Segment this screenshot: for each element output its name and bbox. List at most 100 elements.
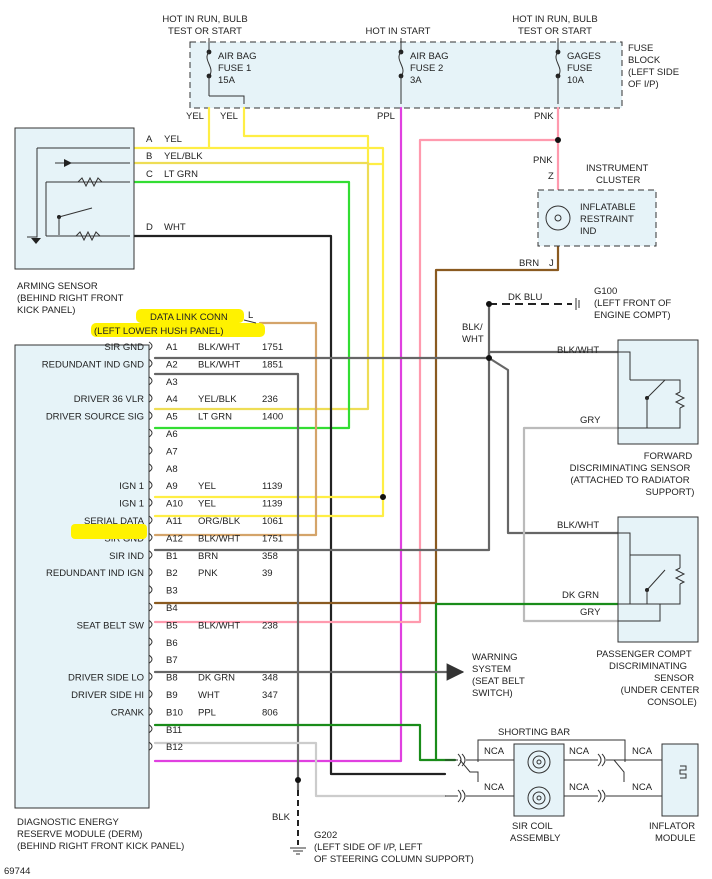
derm-label-ign-1: IGN 1: [119, 481, 144, 492]
wire-wht-b9: [153, 741, 447, 798]
dkblu-label: DK BLU: [508, 292, 542, 303]
wire-label-ppl: PPL: [377, 111, 395, 122]
derm-pin-b6: B6: [166, 638, 178, 649]
arming-pin-b: B: [146, 151, 152, 162]
derm-label-seat-belt-sw: SEAT BELT SW: [77, 620, 144, 631]
pass-blkwht: BLK/WHT: [557, 520, 599, 531]
derm-pin-connector: [148, 515, 153, 525]
derm-pin-b11: B11: [166, 725, 182, 736]
wire-yel-a10: [242, 106, 385, 166]
fwd-label-2: DISCRIMINATING SENSOR: [570, 463, 691, 474]
derm-circuit-b1: 358: [262, 551, 278, 562]
derm-label-3: (BEHIND RIGHT FRONT KICK PANEL): [17, 841, 184, 852]
derm-pin-connector: [148, 376, 153, 386]
warning-label-3: (SEAT BELT: [472, 676, 525, 687]
wire-wht-d: [132, 234, 447, 776]
derm-label-driver-side-lo: DRIVER SIDE LO: [68, 673, 144, 684]
derm-pin-a2: A2: [166, 359, 178, 370]
hot-run-left-line1: HOT IN RUN, BULB: [162, 14, 247, 25]
derm-pin-a9: A9: [166, 481, 178, 492]
fwd-label-4: SUPPORT): [646, 487, 695, 498]
derm-circuit-a2: 1851: [262, 359, 283, 370]
wire-gry: [522, 426, 620, 623]
derm-pin-a4: A4: [166, 394, 178, 405]
derm-pin-connector: [148, 341, 153, 351]
derm-pin-connector: [148, 550, 153, 560]
hot-run-left-line2: TEST OR START: [168, 26, 242, 37]
fuse2-line2: FUSE 2: [410, 63, 443, 74]
derm-wire-a5: LT GRN: [198, 412, 232, 423]
derm-circuit-b5: 238: [262, 620, 278, 631]
arming-wire-b: YEL/BLK: [164, 151, 203, 162]
hot-start-label: HOT IN START: [366, 26, 431, 37]
derm-pin-b9: B9: [166, 690, 178, 701]
derm-pin-a12: A12: [166, 533, 183, 544]
blkwht-label-2: WHT: [462, 334, 484, 345]
passenger-sensor: BLK/WHT DK GRN GRY PASSENGER COMPT DISCR…: [557, 516, 699, 708]
instrument-cluster: PNK INSTRUMENT CLUSTER Z INFLATABLE REST…: [519, 155, 657, 269]
fuse2-line3: 3A: [410, 75, 422, 86]
forward-sensor: BLK/WHT GRY FORWARD DISCRIMINATING SENSO…: [557, 339, 699, 498]
derm-pin-connector: [148, 619, 153, 629]
arming-label-3: KICK PANEL): [17, 305, 75, 316]
arming-sensor: A YEL B YEL/BLK C LT GRN D WHT ARMING SE…: [14, 127, 203, 316]
pass-label-5: CONSOLE): [647, 697, 697, 708]
derm-pin-b2: B2: [166, 568, 178, 579]
arming-pin-d: D: [146, 222, 153, 233]
fuse-block-label-2: BLOCK: [628, 55, 661, 66]
derm-pin-connector: [148, 567, 153, 577]
cluster-pin-j: J: [549, 258, 554, 269]
derm-pin-b1: B1: [166, 551, 178, 562]
cluster-brn-label: BRN: [519, 258, 539, 269]
arming-wire-a: YEL: [164, 134, 182, 145]
inflator-module: INFLATOR MODULE: [649, 743, 699, 844]
pass-dkgrn: DK GRN: [562, 590, 599, 601]
derm-circuit-a1: 1751: [262, 342, 283, 353]
warning-label-1: WARNING: [472, 652, 518, 663]
fuse1-line3: 15A: [218, 75, 236, 86]
pass-label-3: SENSOR: [654, 673, 694, 684]
derm-label-redundant-ind-gnd: REDUNDANT IND GND: [42, 359, 144, 370]
fuse-block: AIR BAG FUSE 1 15A AIR BAG FUSE 2 3A GAG…: [186, 38, 679, 122]
derm-label-sir-gnd: SIR GND: [104, 342, 144, 353]
blkwht-label-1: BLK/: [462, 322, 483, 333]
nca-1: NCA: [484, 746, 505, 757]
derm-circuit-a12: 1751: [262, 533, 283, 544]
derm-pin-a5: A5: [166, 412, 178, 423]
fwd-label-1: FORWARD: [644, 451, 693, 462]
pass-gry: GRY: [580, 607, 601, 618]
wire-blkwht-pass: [487, 356, 620, 535]
derm-pin-connector: [148, 393, 153, 403]
nca-6: NCA: [632, 782, 653, 793]
nca-4: NCA: [569, 782, 590, 793]
derm-pin-connector: [148, 602, 153, 612]
arming-wire-c: LT GRN: [164, 169, 198, 180]
fuse-block-label-4: OF I/P): [628, 79, 659, 90]
fwd-label-3: (ATTACHED TO RADIATOR: [570, 475, 689, 486]
derm-label-serial-data: SERIAL DATA: [84, 516, 145, 527]
derm-pin-connector: [148, 480, 153, 490]
inflator-label-1: INFLATOR: [649, 821, 695, 832]
fwd-blkwht: BLK/WHT: [557, 345, 599, 356]
cluster-label-1: INSTRUMENT: [586, 163, 648, 174]
g202-label-1: G202: [314, 830, 337, 841]
derm-wire-b1: BRN: [198, 551, 218, 562]
warning-system: WARNING SYSTEM (SEAT BELT SWITCH): [472, 652, 525, 699]
cluster-ind-2: RESTRAINT: [580, 214, 634, 225]
derm-pin-connector: [148, 724, 153, 734]
derm-pin-b10: B10: [166, 707, 183, 718]
inflator-label-2: MODULE: [655, 833, 696, 844]
dlc-label-1: DATA LINK CONN: [150, 312, 228, 323]
wire-pnk-b2: [153, 106, 560, 624]
warning-label-4: SWITCH): [472, 688, 513, 699]
derm-circuit-a5: 1400: [262, 412, 283, 423]
derm-pin-a7: A7: [166, 446, 178, 457]
cluster-ind-3: IND: [580, 226, 597, 237]
derm-pin-b4: B4: [166, 603, 178, 614]
g202-ground: BLK G202 (LEFT SIDE OF I/P, LEFT OF STEE…: [272, 790, 474, 865]
g202-label-2: (LEFT SIDE OF I/P, LEFT: [314, 842, 423, 853]
wire-ltgrn: [132, 180, 351, 430]
g100-label-2: (LEFT FRONT OF: [594, 298, 671, 309]
